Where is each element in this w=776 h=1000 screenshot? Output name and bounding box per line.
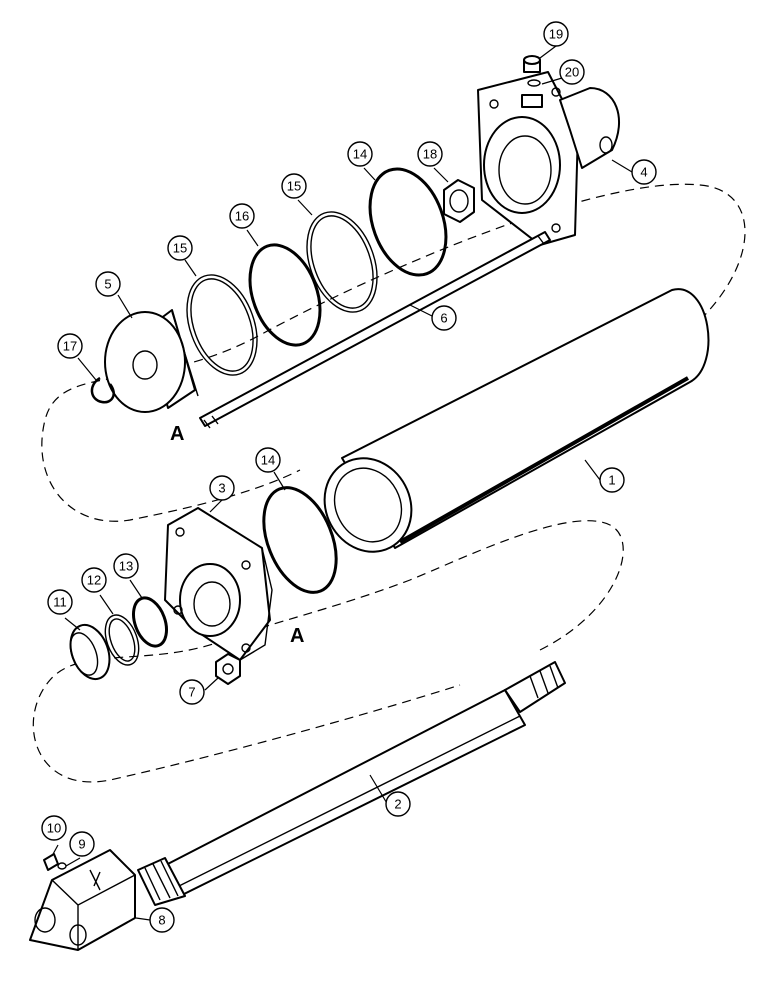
part-11-wiper-seal bbox=[69, 623, 111, 681]
svg-text:2: 2 bbox=[394, 797, 401, 812]
callout-3: 3 bbox=[209, 475, 235, 501]
part-15-left-backup-ring bbox=[186, 274, 258, 376]
callout-16: 16 bbox=[229, 203, 255, 229]
callout-4: 4 bbox=[631, 159, 657, 185]
callout-13: 13 bbox=[113, 553, 139, 579]
part-7-nut bbox=[215, 653, 241, 685]
svg-text:1: 1 bbox=[608, 473, 615, 488]
part-14-lower-o-ring bbox=[262, 486, 338, 594]
svg-text:4: 4 bbox=[640, 165, 647, 180]
svg-text:19: 19 bbox=[549, 27, 563, 42]
svg-text:15: 15 bbox=[173, 241, 187, 256]
svg-text:11: 11 bbox=[53, 595, 67, 610]
callout-7: 7 bbox=[179, 679, 205, 705]
callout-1: 1 bbox=[599, 467, 625, 493]
part-15-right-backup-ring bbox=[306, 211, 378, 313]
reference-a-flange: A bbox=[290, 625, 304, 647]
leader-lines bbox=[51, 45, 633, 921]
callout-20: 20 bbox=[559, 59, 585, 85]
part-1-cylinder-barrel bbox=[323, 288, 710, 553]
part-16-piston-o-ring bbox=[248, 243, 322, 347]
svg-text:3: 3 bbox=[218, 481, 225, 496]
svg-text:16: 16 bbox=[235, 209, 249, 224]
part-9-washer bbox=[57, 862, 67, 870]
svg-text:13: 13 bbox=[119, 559, 133, 574]
callout-15-left: 15 bbox=[167, 235, 193, 261]
svg-text:8: 8 bbox=[158, 913, 165, 928]
callout-10: 10 bbox=[41, 815, 67, 841]
part-20-o-ring bbox=[527, 79, 541, 87]
lower-assembly-dashed-loop bbox=[32, 520, 624, 783]
svg-text:5: 5 bbox=[104, 277, 111, 292]
svg-text:17: 17 bbox=[63, 339, 77, 354]
part-2-piston-rod bbox=[137, 661, 566, 906]
svg-text:14: 14 bbox=[261, 453, 275, 468]
callout-17: 17 bbox=[57, 333, 83, 359]
callout-18: 18 bbox=[417, 141, 443, 167]
reference-a-tie-rod: A bbox=[170, 423, 184, 445]
callout-11: 11 bbox=[47, 589, 73, 615]
svg-text:9: 9 bbox=[78, 837, 85, 852]
part-5-piston bbox=[104, 309, 199, 413]
part-12-backup-ring bbox=[104, 614, 140, 666]
svg-text:14: 14 bbox=[353, 147, 367, 162]
callout-12: 12 bbox=[81, 567, 107, 593]
part-8-rod-clevis bbox=[29, 849, 136, 951]
svg-text:7: 7 bbox=[188, 685, 195, 700]
svg-text:10: 10 bbox=[47, 821, 61, 836]
part-10-set-screw bbox=[43, 853, 59, 871]
callout-14-upper: 14 bbox=[347, 141, 373, 167]
callout-14-lower: 14 bbox=[255, 447, 281, 473]
part-18-piston-nut bbox=[443, 179, 475, 223]
svg-text:12: 12 bbox=[87, 573, 101, 588]
callout-2: 2 bbox=[385, 791, 411, 817]
part-14-upper-o-ring bbox=[368, 167, 448, 277]
callout-5: 5 bbox=[95, 271, 121, 297]
callout-9: 9 bbox=[69, 831, 95, 857]
svg-text:15: 15 bbox=[287, 179, 301, 194]
callout-15-right: 15 bbox=[281, 173, 307, 199]
callout-8: 8 bbox=[149, 907, 175, 933]
svg-text:6: 6 bbox=[440, 311, 447, 326]
part-3-head-flange bbox=[164, 507, 273, 661]
svg-text:20: 20 bbox=[565, 65, 579, 80]
callout-6: 6 bbox=[431, 305, 457, 331]
part-13-o-ring bbox=[132, 596, 168, 648]
part-6-tie-rod bbox=[199, 231, 551, 429]
part-4-cap-end-clevis bbox=[477, 71, 621, 246]
part-19-plug bbox=[523, 55, 541, 73]
part-17-retaining-ring bbox=[90, 376, 115, 404]
callout-19: 19 bbox=[543, 21, 569, 47]
svg-text:18: 18 bbox=[423, 147, 437, 162]
